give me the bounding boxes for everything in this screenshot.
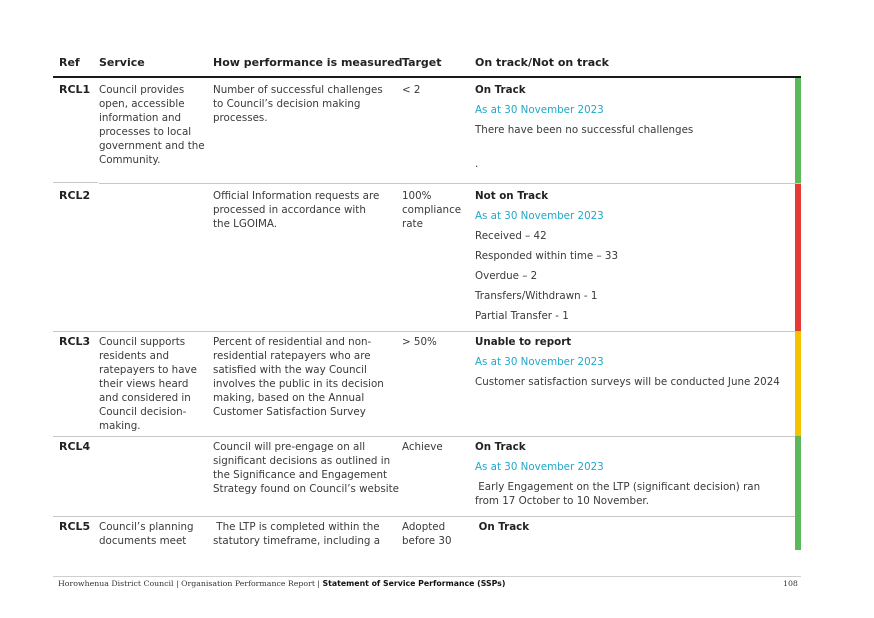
row-ref: RCL2: [59, 189, 91, 202]
table-row-rcl4: RCL4 Council will pre-engage on all sign…: [53, 436, 801, 516]
footer-rule: [53, 576, 801, 577]
status-label: Unable to report: [475, 336, 572, 348]
status-indicator-green: [795, 78, 801, 183]
row-service: Council provides open, accessible inform…: [99, 84, 205, 166]
row-status-cell: Unable to report As at 30 November 2023 …: [475, 335, 785, 395]
row-service: Council’s planning documents meet: [99, 521, 194, 547]
as-at-date: As at 30 November 2023: [475, 104, 604, 116]
status-label: On Track: [475, 521, 530, 533]
as-at-date: As at 30 November 2023: [475, 461, 604, 473]
status-detail: Overdue – 2: [475, 270, 538, 282]
status-indicator-green: [795, 436, 801, 516]
row-divider: [53, 182, 98, 183]
status-detail: Transfers/Withdrawn - 1: [475, 290, 598, 302]
status-detail: There have been no successful challenges: [475, 124, 694, 136]
status-label: Not on Track: [475, 190, 549, 202]
row-measure: Percent of residential and non-residenti…: [213, 336, 384, 418]
header-service: Service: [99, 56, 145, 69]
row-target: 100% compliance rate: [402, 190, 462, 230]
status-detail: Customer satisfaction surveys will be co…: [475, 376, 780, 388]
header-measure: How performance is measured: [213, 56, 403, 69]
status-indicator-red: [795, 184, 801, 331]
header-ref: Ref: [59, 56, 80, 69]
footer-section: Statement of Service Performance (SSPs): [322, 579, 506, 588]
row-divider: [99, 183, 801, 184]
row-ref: RCL3: [59, 335, 91, 348]
status-label: On Track: [475, 84, 526, 96]
status-detail: .: [475, 158, 479, 170]
status-detail: Received – 42: [475, 230, 547, 242]
status-indicator-green: [795, 516, 801, 550]
row-divider: [53, 436, 801, 437]
table-row-rcl5: RCL5 Council’s planning documents meet T…: [53, 516, 801, 550]
as-at-date: As at 30 November 2023: [475, 210, 604, 222]
row-target: Adopted before 30: [402, 521, 452, 547]
row-target: < 2: [402, 84, 421, 96]
page-number: 108: [783, 579, 798, 588]
status-indicator-amber: [795, 331, 801, 436]
status-label: On Track: [475, 441, 526, 453]
row-divider: [53, 516, 801, 517]
row-status-cell: On Track As at 30 November 2023 Early En…: [475, 440, 785, 514]
as-at-date: As at 30 November 2023: [475, 356, 604, 368]
table-row-rcl3: RCL3 Council supports residents and rate…: [53, 331, 801, 436]
row-target: Achieve: [402, 441, 443, 453]
row-status-cell: On Track: [475, 520, 785, 540]
header-status: On track/Not on track: [475, 56, 609, 69]
status-detail: Early Engagement on the LTP (significant…: [475, 481, 764, 507]
status-detail: Responded within time – 33: [475, 250, 618, 262]
header-target: Target: [402, 56, 442, 69]
page-footer: Horowhenua District Council | Organisati…: [58, 579, 505, 588]
row-ref: RCL4: [59, 440, 91, 453]
row-divider: [53, 331, 801, 332]
table-row-rcl2: RCL2 Official Information requests are p…: [53, 183, 801, 331]
row-measure: Number of successful challenges to Counc…: [213, 84, 383, 124]
table-row-rcl1: RCL1 Council provides open, accessible i…: [53, 78, 801, 183]
footer-org: Horowhenua District Council | Organisati…: [58, 579, 323, 588]
row-measure: Council will pre-engage on all significa…: [213, 441, 400, 495]
status-detail: Partial Transfer - 1: [475, 310, 569, 322]
row-service: Council supports residents and ratepayer…: [99, 336, 197, 432]
header-rule: [53, 76, 801, 78]
row-status-cell: On Track As at 30 November 2023 There ha…: [475, 83, 785, 177]
row-target: > 50%: [402, 336, 437, 348]
row-measure: The LTP is completed within the statutor…: [213, 521, 383, 547]
row-measure: Official Information requests are proces…: [213, 190, 380, 230]
row-status-cell: Not on Track As at 30 November 2023 Rece…: [475, 189, 785, 329]
row-ref: RCL5: [59, 520, 91, 533]
row-ref: RCL1: [59, 83, 91, 96]
